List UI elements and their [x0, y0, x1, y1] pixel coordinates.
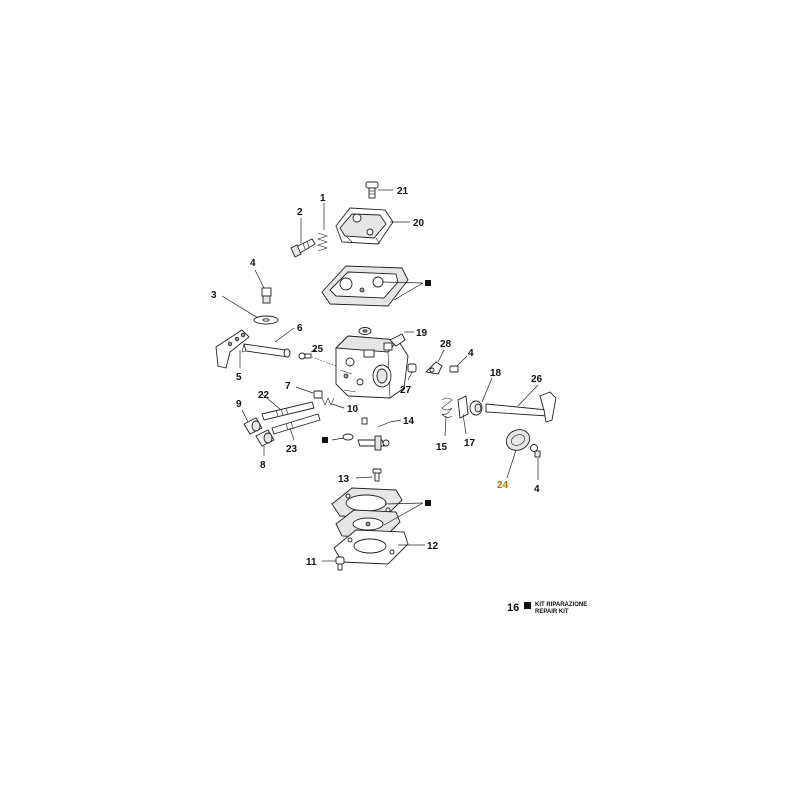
callout-10: 10: [347, 404, 359, 415]
callout-3: 3: [211, 290, 217, 301]
callout-26: 26: [531, 374, 543, 385]
leader-15: [444, 415, 447, 437]
leader-9: [241, 409, 249, 423]
part-6-shaft: [241, 343, 291, 358]
part-23-needle: [271, 413, 321, 435]
part-22-needle: [261, 401, 315, 421]
callout-8: 8: [260, 460, 266, 471]
leader-26: [517, 384, 539, 407]
part-13-screw: [372, 468, 382, 482]
kit-marker-mid: [322, 437, 328, 443]
legend-number: 16: [507, 602, 519, 614]
callout-23: 23: [286, 444, 298, 455]
legend-line-2: REPAIR KIT: [535, 609, 569, 615]
callout-27: 27: [400, 385, 412, 396]
part-14-pin: [377, 421, 391, 428]
callout-20: 20: [413, 218, 425, 229]
leader-4b: [456, 355, 468, 367]
callout-18: 18: [490, 368, 502, 379]
callout-4c: 4: [534, 484, 540, 495]
callout-4b: 4: [468, 348, 474, 359]
leader-14: [389, 419, 402, 423]
leader-kit-low: [383, 502, 424, 526]
callout-28: 28: [440, 339, 452, 350]
callout-4a: 4: [250, 258, 256, 269]
callout-24: 24: [497, 480, 509, 491]
callout-19: 19: [416, 328, 428, 339]
part-2-needle: [290, 238, 316, 258]
part-10-spring: [321, 397, 335, 406]
leader-kit-top: [381, 281, 424, 301]
axis-dash-left: [311, 356, 337, 367]
leader-7: [295, 386, 314, 394]
kit-marker-low: [425, 500, 431, 506]
part-15-spring: [441, 397, 453, 418]
leader-23: [289, 427, 295, 441]
part-18-bushing: [469, 400, 483, 416]
leader-4a: [254, 269, 265, 289]
callout-17: 17: [464, 438, 476, 449]
part-5-lever: [215, 329, 250, 369]
part-19-fitting: [383, 333, 406, 351]
leader-24: [506, 449, 517, 479]
callout-7: 7: [285, 381, 291, 392]
leader-13: [355, 476, 373, 479]
part-26-shaft: [485, 391, 557, 423]
leader-kit-mid: [331, 437, 345, 441]
part-lower-gasket-1: [331, 487, 403, 519]
kit-marker-top: [425, 280, 431, 286]
part-9-cap: [243, 417, 263, 435]
part-top-gasket: [321, 265, 409, 307]
part-11-screw: [335, 556, 345, 571]
part-small-ring: [358, 327, 372, 335]
callout-5: 5: [236, 372, 242, 383]
leader-18: [481, 377, 493, 403]
legend-repair-kit: 16 KIT RIPARAZIONE REPAIR KIT: [507, 602, 587, 615]
part-12-cover: [333, 529, 409, 565]
part-28-clip: [425, 361, 443, 375]
part-17-clip: [457, 395, 469, 419]
callout-11: 11: [306, 557, 317, 568]
leader-22: [261, 393, 281, 410]
callout-13: 13: [338, 474, 350, 485]
leader-3: [221, 295, 259, 319]
callout-6: 6: [297, 323, 303, 334]
part-4-fitting-mid: [449, 365, 459, 373]
leader-10: [331, 403, 345, 409]
callout-1: 1: [320, 193, 326, 204]
part-24-plate: [505, 429, 531, 451]
part-21-screw: [365, 181, 379, 199]
part-4-fitting-top: [261, 287, 272, 304]
callout-15: 15: [436, 442, 448, 453]
leader-6: [274, 327, 295, 343]
part-25-screw: [298, 352, 312, 360]
callout-2: 2: [297, 207, 303, 218]
leader-28: [437, 349, 445, 363]
leader-17: [462, 413, 467, 435]
callout-9: 9: [236, 399, 242, 410]
legend-kit-marker: [524, 602, 531, 609]
part-1-spring: [317, 232, 328, 252]
callout-12: 12: [427, 541, 439, 552]
leader-27: [407, 371, 413, 381]
callout-21: 21: [397, 186, 409, 197]
part-8-cap: [255, 429, 275, 447]
part-27-plug: [407, 363, 417, 373]
leader-25: [310, 349, 317, 353]
part-7-fitting: [313, 390, 323, 399]
callout-22: 22: [258, 390, 270, 401]
legend-line-1: KIT RIPARAZIONE: [535, 602, 587, 608]
callout-14: 14: [403, 416, 415, 427]
part-3-washer: [253, 315, 279, 325]
callout-25: 25: [312, 344, 324, 355]
part-carburetor-body: [334, 335, 409, 399]
part-valve-kit: [342, 417, 390, 451]
part-20-cover: [335, 207, 394, 245]
part-4-screw-right: [530, 444, 541, 458]
